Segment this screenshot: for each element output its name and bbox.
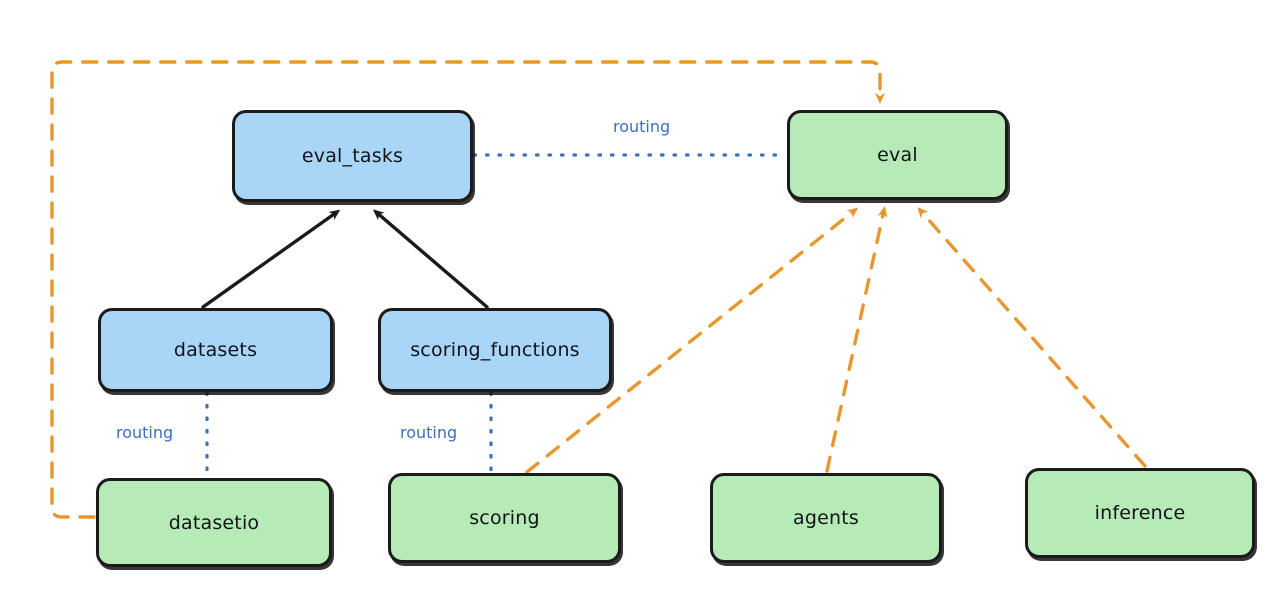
node-eval-tasks[interactable]: eval_tasks bbox=[232, 110, 473, 202]
node-eval[interactable]: eval bbox=[787, 110, 1008, 200]
node-label-scoring: scoring bbox=[469, 507, 540, 529]
node-scoring-functions[interactable]: scoring_functions bbox=[378, 308, 612, 392]
edge-label-routing-datasetio: routing bbox=[116, 423, 174, 442]
edge-scoring-functions-eval-tasks bbox=[372, 209, 489, 309]
node-datasets[interactable]: datasets bbox=[98, 308, 333, 392]
edge-inference-eval bbox=[917, 206, 1147, 468]
edge-datasets-eval-tasks bbox=[201, 209, 341, 309]
node-inference[interactable]: inference bbox=[1025, 468, 1255, 558]
node-agents[interactable]: agents bbox=[710, 473, 942, 563]
edge-agents-eval bbox=[825, 206, 888, 473]
edge-label-routing-scoring: routing bbox=[400, 423, 458, 442]
node-label-inference: inference bbox=[1094, 502, 1186, 524]
node-label-datasets: datasets bbox=[173, 339, 258, 361]
edge-label-routing-eval: routing bbox=[613, 117, 671, 136]
node-label-agents: agents bbox=[793, 507, 859, 529]
node-label-eval: eval bbox=[877, 144, 918, 166]
node-label-datasetio: datasetio bbox=[168, 511, 260, 534]
node-label-scoring-functions: scoring_functions bbox=[410, 339, 580, 361]
node-scoring[interactable]: scoring bbox=[388, 473, 621, 563]
node-datasetio[interactable]: datasetio bbox=[96, 478, 332, 567]
node-label-eval-tasks: eval_tasks bbox=[301, 145, 404, 167]
